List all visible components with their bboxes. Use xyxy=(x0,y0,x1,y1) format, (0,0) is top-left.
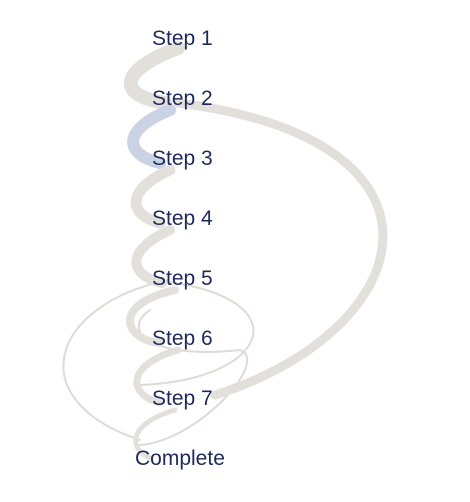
flow-link-step6-complete-thin xyxy=(137,309,248,446)
flow-link-step6-step7 xyxy=(133,346,182,407)
step-2-label: Step 2 xyxy=(152,87,213,110)
flow-link-step2-step3 xyxy=(127,104,176,169)
step-7-label: Step 7 xyxy=(152,387,213,410)
flow-link-step2-step7 xyxy=(173,98,388,400)
flow-link-step7-complete xyxy=(133,407,178,461)
step-6-label: Step 6 xyxy=(152,327,213,350)
step-3-label: Step 3 xyxy=(152,147,213,170)
flow-links xyxy=(62,41,388,461)
flow-link-step4-step5 xyxy=(131,225,175,288)
step-labels: Step 1 Step 2 Step 3 Step 4 Step 5 Step … xyxy=(135,27,225,470)
flow-link-step1-step2 xyxy=(124,41,185,110)
flow-link-step5-complete-outer xyxy=(62,279,169,441)
step-1-label: Step 1 xyxy=(152,27,213,50)
flow-link-step5-step7-thin xyxy=(139,281,255,386)
step-5-label: Step 5 xyxy=(152,267,213,290)
step-4-label: Step 4 xyxy=(152,207,213,230)
complete-label: Complete xyxy=(135,447,225,470)
flow-link-step5-step6 xyxy=(126,286,179,347)
flow-link-step3-step4 xyxy=(130,164,176,229)
